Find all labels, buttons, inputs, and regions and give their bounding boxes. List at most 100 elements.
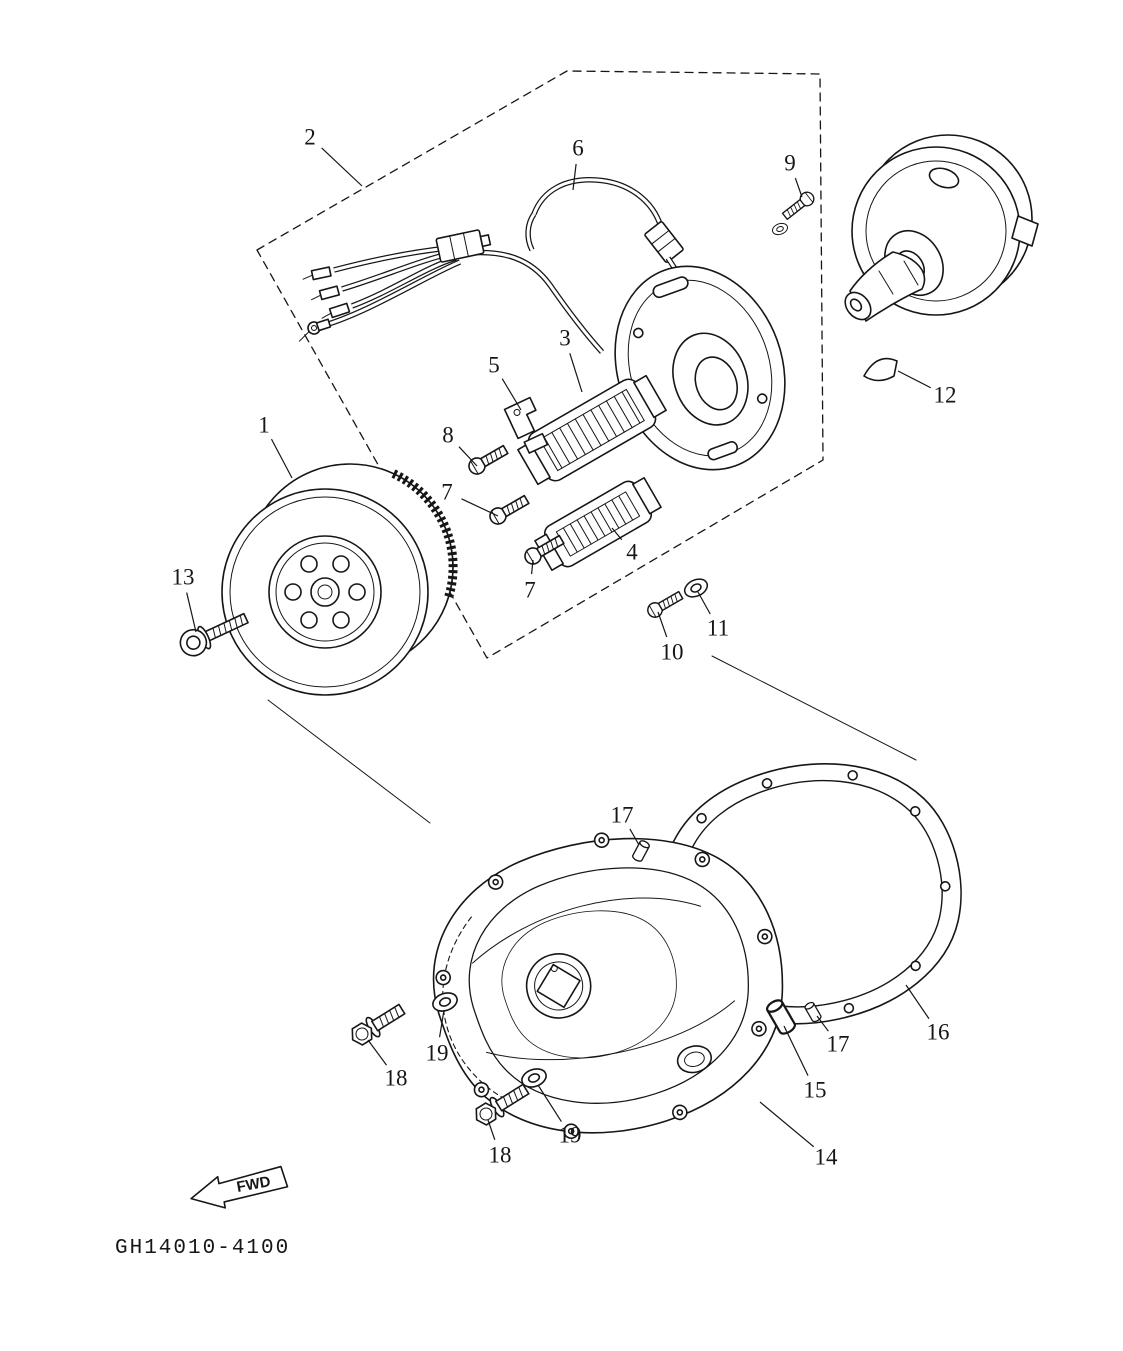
part-number-label: 18 [489, 1143, 512, 1168]
fwd-arrow-icon: FWD [190, 1165, 289, 1209]
part-number-label: 4 [626, 540, 638, 565]
source-coil [517, 374, 667, 486]
callout-18-20: 18 [487, 1119, 512, 1168]
part-number-label: 8 [442, 423, 454, 448]
leader-line [270, 438, 293, 479]
screw-10 [644, 588, 686, 621]
callout-3-2: 3 [559, 326, 583, 393]
callout-17-18: 17 [816, 1015, 850, 1057]
wire-clamp-bracket [503, 396, 549, 454]
callout-19-22: 19 [537, 1084, 582, 1148]
callout-13-13: 13 [172, 565, 197, 633]
part-number-label: 19 [426, 1041, 449, 1066]
leader-line [537, 1084, 562, 1122]
callout-16-16: 16 [905, 984, 950, 1045]
screw-7a [486, 491, 532, 528]
leader-line [186, 592, 197, 633]
part-number-label: 17 [827, 1032, 850, 1057]
leader-line [897, 370, 932, 389]
washer-11 [681, 574, 711, 602]
leader-line [905, 984, 930, 1020]
hex-bolt-18a [346, 998, 409, 1050]
leader-line [794, 177, 803, 198]
bullet-terminal [302, 266, 332, 281]
harness-connector-block [435, 229, 492, 263]
leader-line [629, 828, 640, 846]
screw-8 [465, 441, 511, 478]
part-number-label: 17 [611, 803, 634, 828]
part-number-label: 15 [804, 1078, 827, 1103]
leader-line [697, 591, 711, 615]
callout-6-5: 6 [572, 136, 584, 191]
wire-grommet [644, 221, 684, 263]
leader-line [461, 498, 499, 517]
crankshaft-and-pulley [844, 134, 1039, 322]
callout-12-12: 12 [897, 370, 957, 408]
leader-line [458, 446, 478, 467]
axis-line-left [267, 699, 431, 824]
part-number-label: 16 [927, 1020, 950, 1045]
callout-7-7: 7 [524, 559, 536, 603]
center-square-hole [536, 963, 581, 1009]
callout-2-1: 2 [304, 125, 363, 187]
callout-18-19: 18 [367, 1039, 408, 1091]
callout-10-10: 10 [657, 611, 684, 665]
part-number-label: 1 [258, 413, 270, 438]
callout-7-6: 7 [441, 480, 499, 517]
crankcase-cover [406, 801, 814, 1170]
leader-line [530, 559, 534, 575]
part-number-label: 2 [304, 125, 316, 150]
part-number-label: 12 [934, 383, 957, 408]
assembly-boundary-box [256, 70, 824, 659]
leader-line [611, 527, 623, 541]
part-number-label: 5 [488, 353, 500, 378]
bullet-terminal [311, 285, 341, 301]
leader-line [783, 1025, 809, 1076]
fwd-label: FWD [235, 1173, 272, 1196]
wiring-harness [298, 229, 605, 354]
flange-bolt-13 [179, 612, 249, 657]
leader-line [816, 1015, 829, 1032]
part-number-label: 11 [707, 616, 729, 641]
part-number-label: 3 [559, 326, 571, 351]
woodruff-key [863, 357, 898, 382]
callout-1-0: 1 [258, 413, 293, 479]
leader-line [759, 1101, 815, 1148]
part-number-label: 14 [815, 1145, 839, 1170]
leader-line [367, 1039, 387, 1066]
figure-part-code: GH14010-4100 [115, 1237, 290, 1260]
part-number-label: 18 [385, 1066, 408, 1091]
lead-wire [525, 177, 691, 294]
magneto-base-plate [614, 265, 786, 471]
part-number-label: 9 [784, 151, 796, 176]
part-number-label: 10 [661, 640, 684, 665]
callout-5-4: 5 [488, 353, 522, 411]
part-number-label: 6 [572, 136, 584, 161]
part-number-label: 7 [441, 480, 453, 505]
leader-line [501, 378, 522, 411]
leader-line [572, 163, 577, 191]
callout-14-14: 14 [759, 1101, 839, 1170]
part-number-label: 13 [172, 565, 195, 590]
flywheel-rotor [221, 463, 458, 696]
callout-8-8: 8 [442, 423, 478, 467]
leader-line [657, 611, 668, 638]
screw-9 [780, 188, 818, 223]
drain-plug [676, 1045, 713, 1074]
leader-line [569, 353, 583, 393]
callout-11-11: 11 [697, 591, 729, 641]
callout-17-17: 17 [611, 803, 640, 846]
callout-4-3: 4 [611, 527, 638, 565]
leader-line [487, 1119, 496, 1141]
callout-19-21: 19 [426, 1009, 449, 1066]
callout-9-9: 9 [784, 151, 803, 198]
bullet-terminal [321, 302, 351, 319]
part-number-label: 19 [559, 1123, 582, 1148]
lighting-coil [534, 476, 662, 572]
ring-terminal [298, 318, 332, 342]
leader-line [438, 1009, 445, 1038]
axis-line-right [711, 655, 917, 761]
